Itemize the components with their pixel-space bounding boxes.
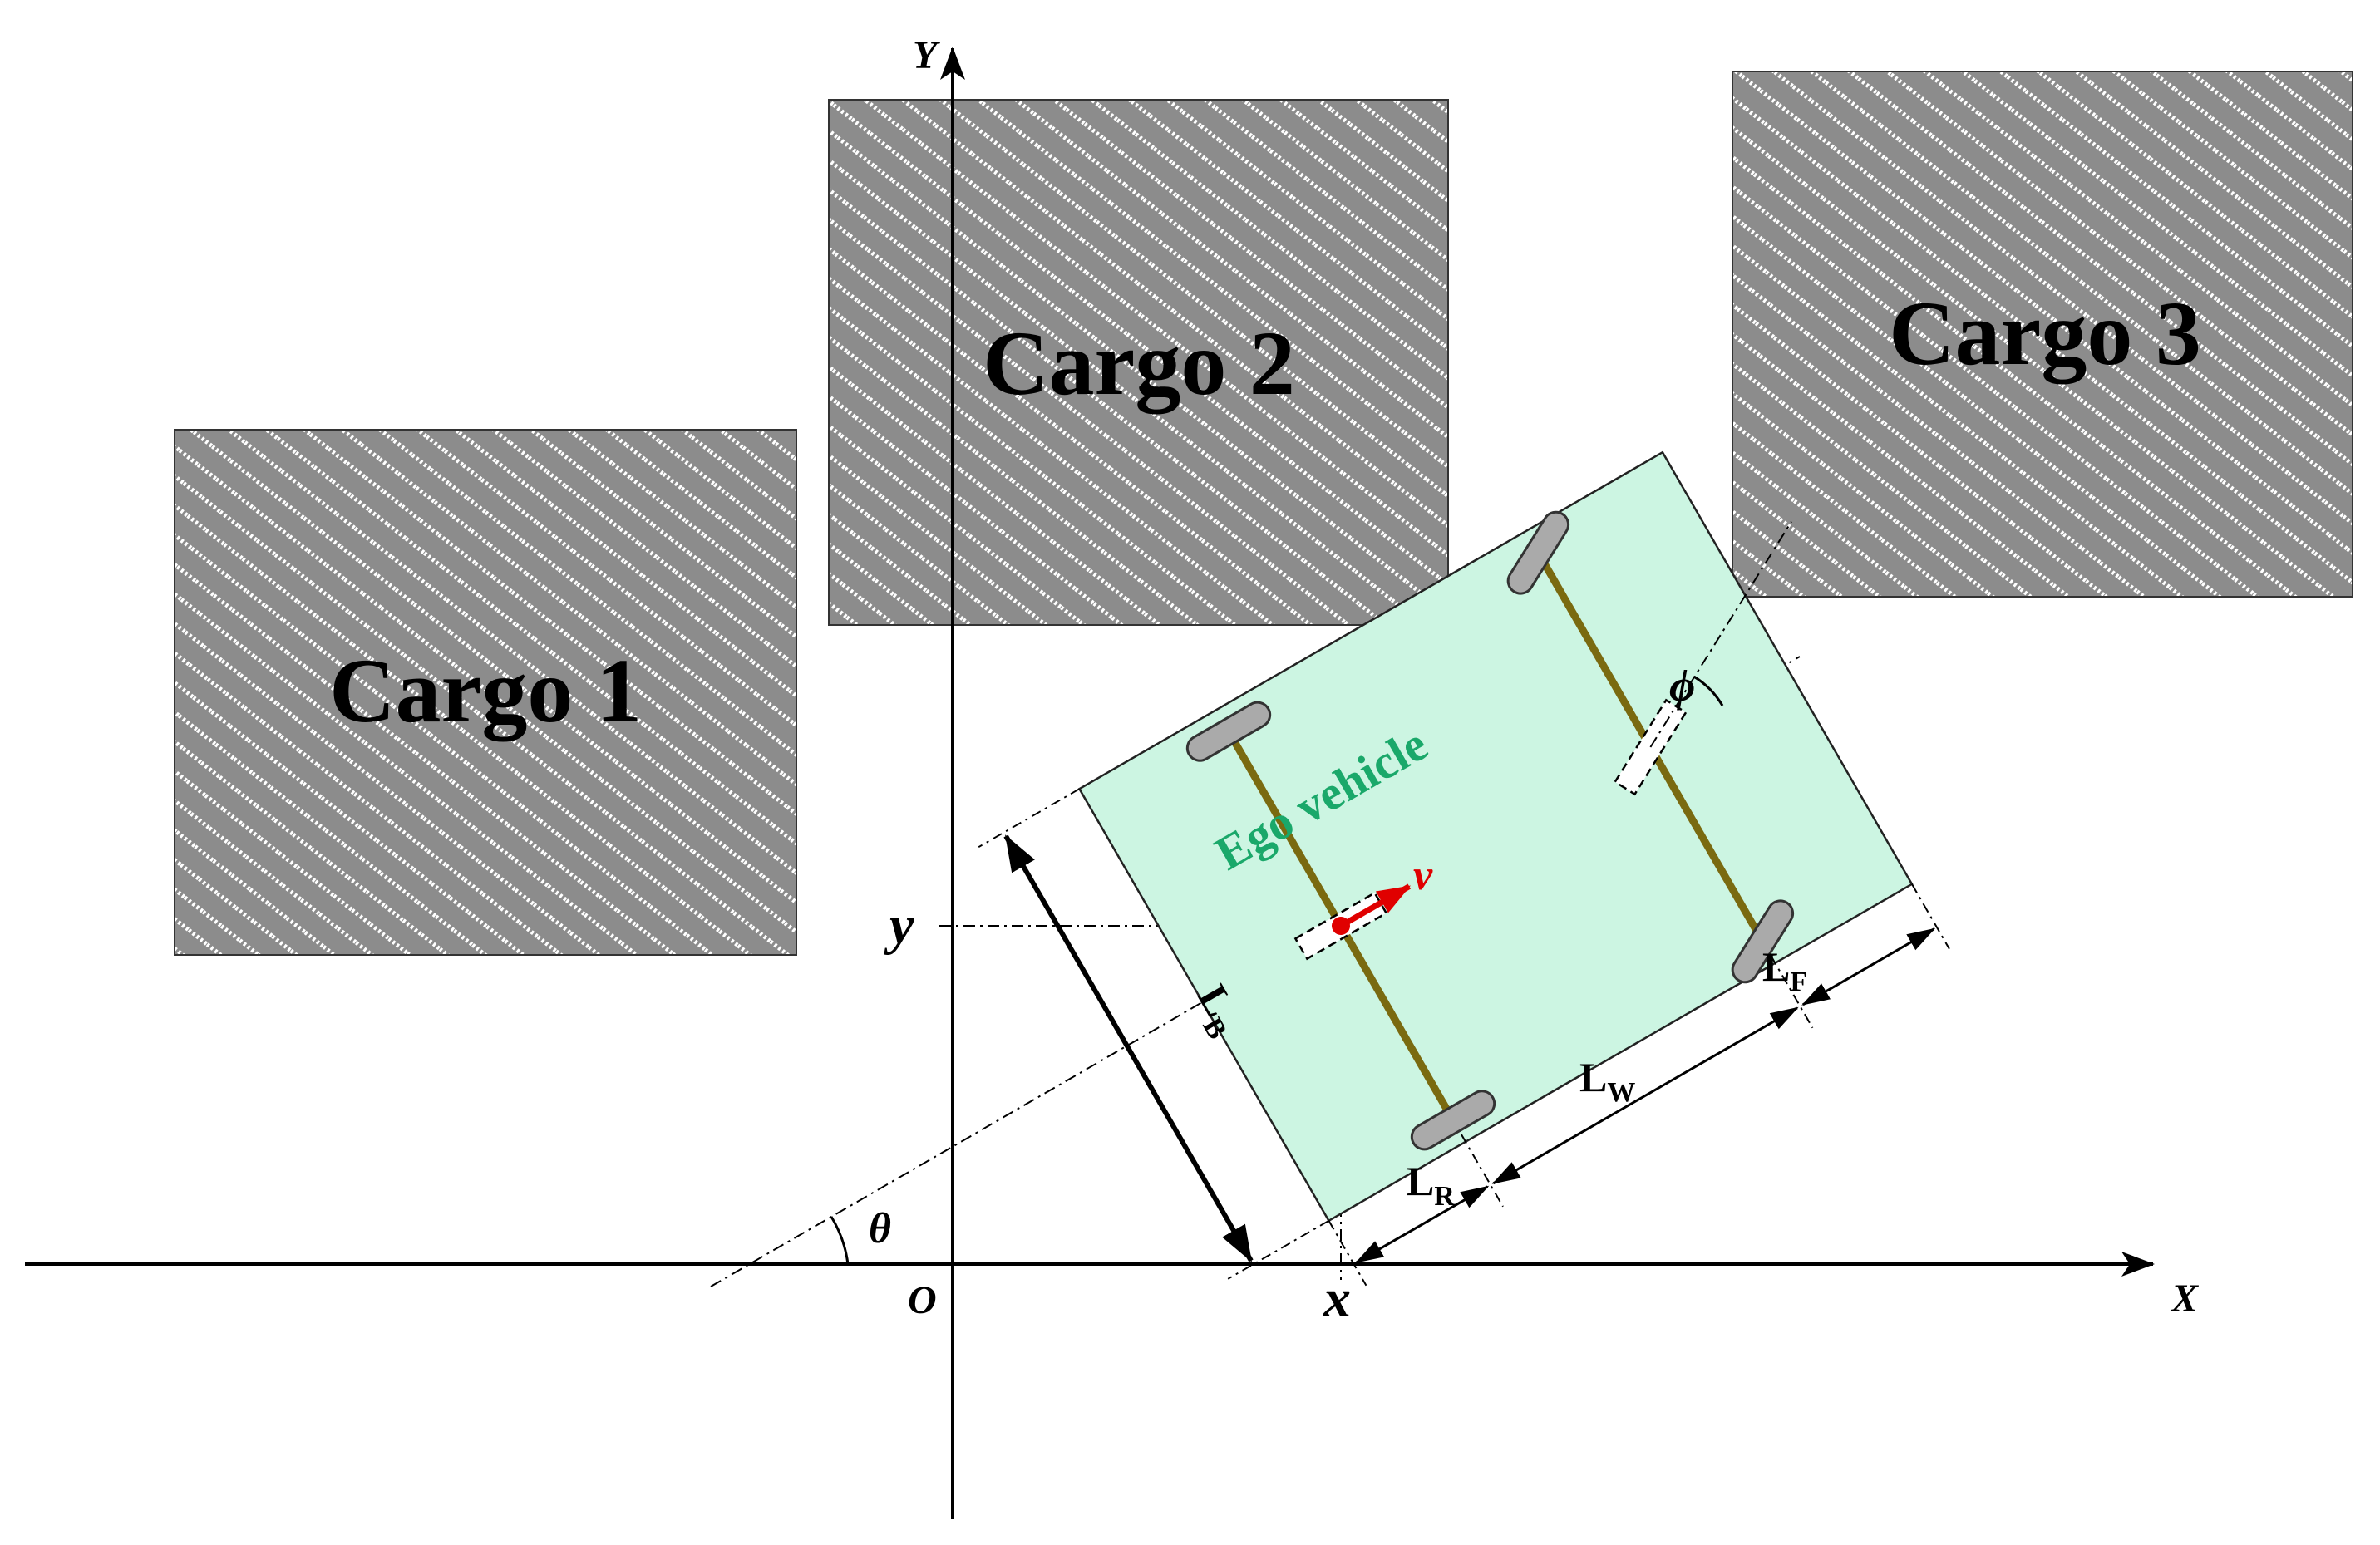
y-axis-label: Y [913, 33, 940, 77]
steering-angle-arc [1693, 676, 1724, 706]
heading-angle-arc [830, 1216, 850, 1265]
width-extension-bottom [1227, 1219, 1329, 1280]
steering-angle-label: ϕ [1669, 661, 1695, 711]
front-axle-extension-line [1770, 955, 1814, 1029]
cargo-2-label: Cargo 2 [983, 312, 1295, 414]
cargo-3: Cargo 3 [1732, 71, 2353, 598]
cargo-3-label: Cargo 3 [1889, 283, 2201, 384]
origin-label: O [908, 1278, 937, 1322]
x-coordinate-label: x [1323, 1268, 1351, 1329]
rear-overhang-dimension [1355, 1185, 1490, 1264]
wheelbase-label: LW [1579, 1054, 1635, 1108]
reference-point [1332, 917, 1350, 935]
width-extension-top [978, 788, 1080, 849]
virtual-front-wheel [1614, 698, 1688, 796]
rear-axle-extension-line [1461, 1134, 1504, 1208]
cargo-1: Cargo 1 [174, 429, 797, 956]
wheelbase-dimension [1491, 1006, 1799, 1185]
heading-angle-label: θ [869, 1205, 891, 1252]
velocity-label: v [1413, 852, 1433, 899]
ego-vehicle: Ego vehicle [978, 450, 1950, 1287]
front-overhang-label: LF [1762, 943, 1807, 997]
y-coordinate-label: y [884, 895, 914, 956]
cargo-2: Cargo 2 [828, 99, 1449, 626]
cargo-1-label: Cargo 1 [329, 640, 642, 741]
steering-direction-line [1649, 521, 1792, 748]
rear-extension-line [1328, 1220, 1367, 1287]
rear-overhang-label: LR [1407, 1158, 1455, 1212]
velocity-arrow [1339, 883, 1412, 929]
front-overhang-dimension [1801, 927, 1936, 1006]
wheel-icon [1185, 510, 1795, 1151]
body-width-dimension [1003, 834, 1254, 1262]
x-axis-label: X [2170, 1277, 2199, 1321]
